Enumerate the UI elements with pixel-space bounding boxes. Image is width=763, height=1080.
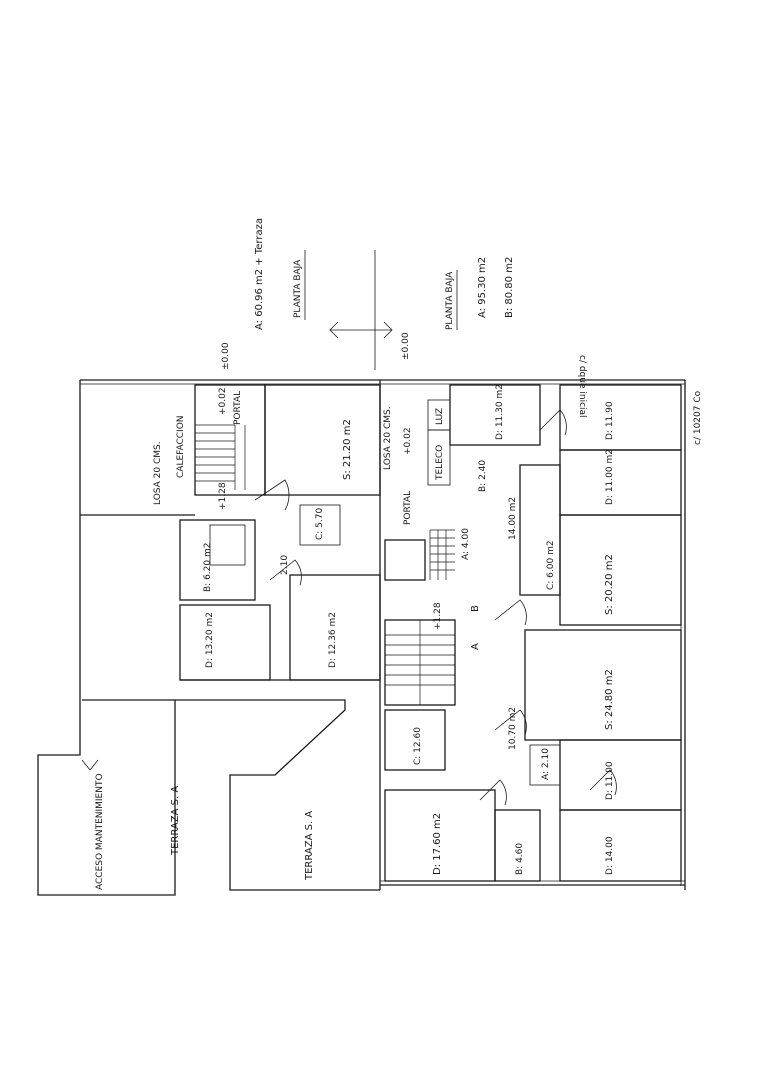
d-left-label: D: 13.20 m2 (205, 612, 215, 668)
d-top-right-label: D: 11.30 m2 (495, 384, 505, 440)
door-swing-5 (539, 409, 567, 436)
staircase-left-treads (195, 424, 246, 490)
door-swings (254, 409, 617, 806)
planta-baja-mid-label: PLANTA BAJA (445, 271, 455, 330)
room-c-1260 (384, 709, 446, 771)
b-left-label: B: 6.20 m2 (203, 543, 213, 592)
staircase-left-box (194, 384, 266, 496)
room-d-1400 (559, 809, 682, 882)
door-swing-3 (494, 599, 527, 626)
right-apartments: D: 11.30 m2 B: 2.40 A: 4.00 14.00 m2 C: … (384, 384, 682, 882)
d-1190-label: D: 11.90 (605, 401, 615, 440)
portal-top-label: PORTAL (233, 391, 243, 425)
section-arrow-right (383, 321, 393, 339)
losa-center-label: LOSA 20 CMS. (383, 406, 393, 470)
door-swing-6 (589, 769, 617, 796)
door-210-label: 2.10 (280, 555, 290, 575)
s-2480-label: S: 24.80 m2 (604, 669, 615, 730)
room-d-top-right (449, 384, 541, 446)
room-b-left (179, 519, 256, 601)
teleco-label: TELECO (435, 445, 445, 481)
portal-center-label: PORTAL (403, 491, 413, 525)
d-1400-label: D: 14.00 (605, 836, 615, 875)
d-1100b-label: D: 11.00 (605, 761, 615, 800)
outer-walls (37, 379, 686, 896)
door-swing-1 (254, 479, 290, 511)
room-s-2020 (559, 514, 682, 626)
d-1100-label: D: 11.00 m2 (605, 449, 615, 505)
losa-left-label: LOSA 20 CMS. (153, 441, 163, 505)
letter-b: B (470, 605, 481, 612)
total-area-label: A: 60.96 m2 + Terraza (254, 218, 265, 330)
planta-baja-top-label: PLANTA BAJA (293, 259, 303, 318)
a-400-label: A: 4.00 (461, 528, 471, 560)
b-240-label: B: 2.40 (478, 460, 488, 492)
terraza-b-label: TERRAZA S. A (304, 811, 315, 881)
acceso-label: ACCESO MANTENIMIENTO (95, 773, 105, 890)
terrace-arrow (81, 759, 99, 771)
b-460-label: B: 4.60 (515, 843, 525, 875)
c-1260-label: C: 12.60 (413, 727, 423, 765)
central-core: LUZ TELECO LOSA 20 CMS. +0.02 PORTAL +1.… (383, 399, 481, 706)
terrace-a-wall (175, 699, 380, 891)
d-mid-left-label: D: 12.36 m2 (328, 612, 338, 668)
left-apartment: CALEFACCION LOSA 20 CMS. +0.02 PORTAL +1… (153, 384, 381, 681)
luz-label: LUZ (435, 408, 445, 425)
title-block: A: 60.96 m2 + Terraza PLANTA BAJA PLANTA… (221, 218, 703, 445)
p-1400-label: 14.00 m2 (508, 497, 518, 540)
portal-top-level: +0.02 (218, 387, 228, 415)
teleco-box (427, 429, 451, 486)
level-center-label: +0.02 (403, 427, 413, 455)
street-note: c/ 10207 Co (693, 390, 703, 445)
terraces: TERRAZA S. A TERRAZA S. A ACCESO MANTENI… (81, 759, 315, 890)
room-s-2480 (524, 629, 682, 741)
elevator-box (384, 539, 426, 581)
section-arrow-left (329, 321, 339, 339)
staircase-center-treads (429, 529, 455, 580)
area-a-label: A: 95.30 m2 (477, 257, 488, 318)
plus128-center-label: +1.28 (433, 602, 443, 630)
portal-top-plus: +1.28 (218, 482, 228, 510)
staircase-lower-treads (385, 620, 455, 705)
area-b-label: B: 80.80 m2 (504, 257, 515, 318)
d-1760-label: D: 17.60 m2 (432, 813, 443, 875)
room-b-460 (494, 809, 541, 882)
level-left-label: ±0.00 (221, 342, 231, 370)
a-210-label: A: 2.10 (541, 748, 551, 780)
c-left-label: C: 5.70 (315, 508, 325, 540)
door-swing-7 (479, 779, 507, 806)
s-2020-label: S: 20.20 m2 (604, 554, 615, 615)
s-left-label: S: 21.20 m2 (342, 419, 353, 480)
room-d-1100b (559, 739, 682, 811)
room-d-1100 (559, 449, 682, 516)
terraza-a-label: TERRAZA S. A (170, 786, 181, 856)
shaft-left (209, 524, 246, 566)
room-c-left (299, 504, 341, 546)
calefaccion-label: CALEFACCION (176, 415, 186, 478)
neighbor-note: c/ dque inicial (577, 355, 587, 418)
letter-a: A (470, 643, 481, 650)
c-600-label: C: 6.00 m2 (546, 540, 556, 590)
room-s-left (264, 384, 381, 496)
door-swing-4 (494, 709, 527, 736)
p-1070-label: 10.70 m2 (508, 707, 518, 750)
room-d-left (179, 604, 271, 681)
door-swing-2 (269, 559, 302, 586)
level-right-label: ±0.00 (401, 332, 411, 360)
